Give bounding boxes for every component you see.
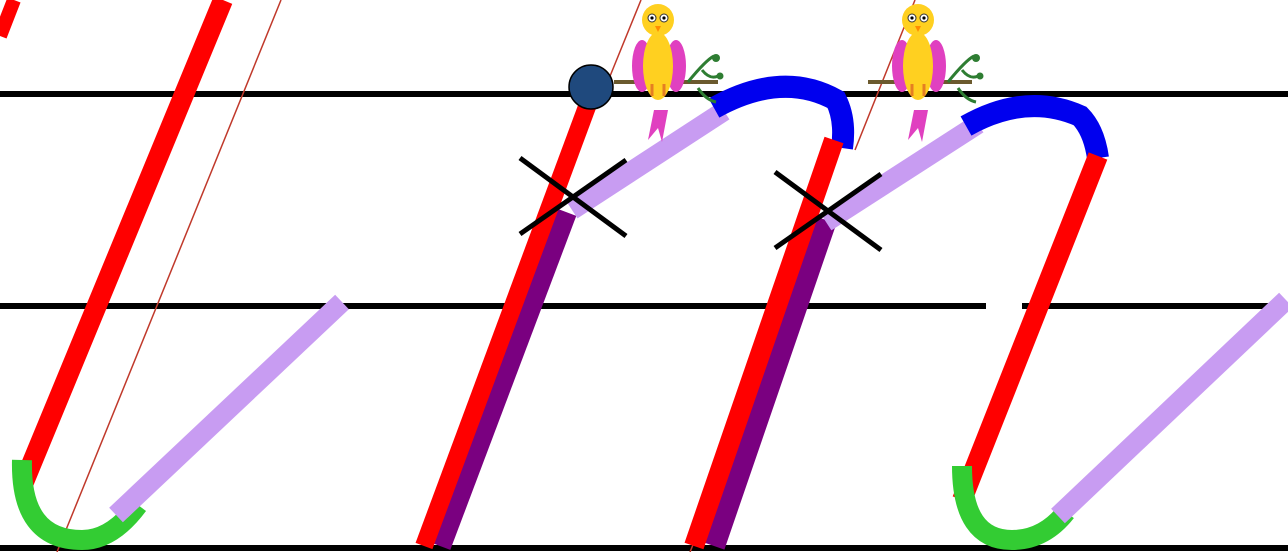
- letter-1-downstroke: [24, 0, 223, 482]
- letter-3-shadow-stroke: [714, 220, 826, 546]
- letter-2-arch: [714, 87, 843, 148]
- letter-1-upstroke: [116, 302, 342, 515]
- start-dot-icon: [569, 65, 613, 109]
- letter-3-upstroke: [1058, 300, 1286, 516]
- letter-2-connector: [572, 111, 724, 210]
- letter-2-downstroke: [424, 96, 591, 546]
- ruling-gap: [986, 300, 1022, 312]
- letter-1-top-tick: [0, 0, 14, 36]
- letter-3-right-downstroke: [962, 156, 1098, 500]
- letter-3-arch: [966, 106, 1098, 158]
- letter-2-shadow-stroke: [440, 212, 566, 546]
- letter-3-strokes: [694, 106, 1286, 546]
